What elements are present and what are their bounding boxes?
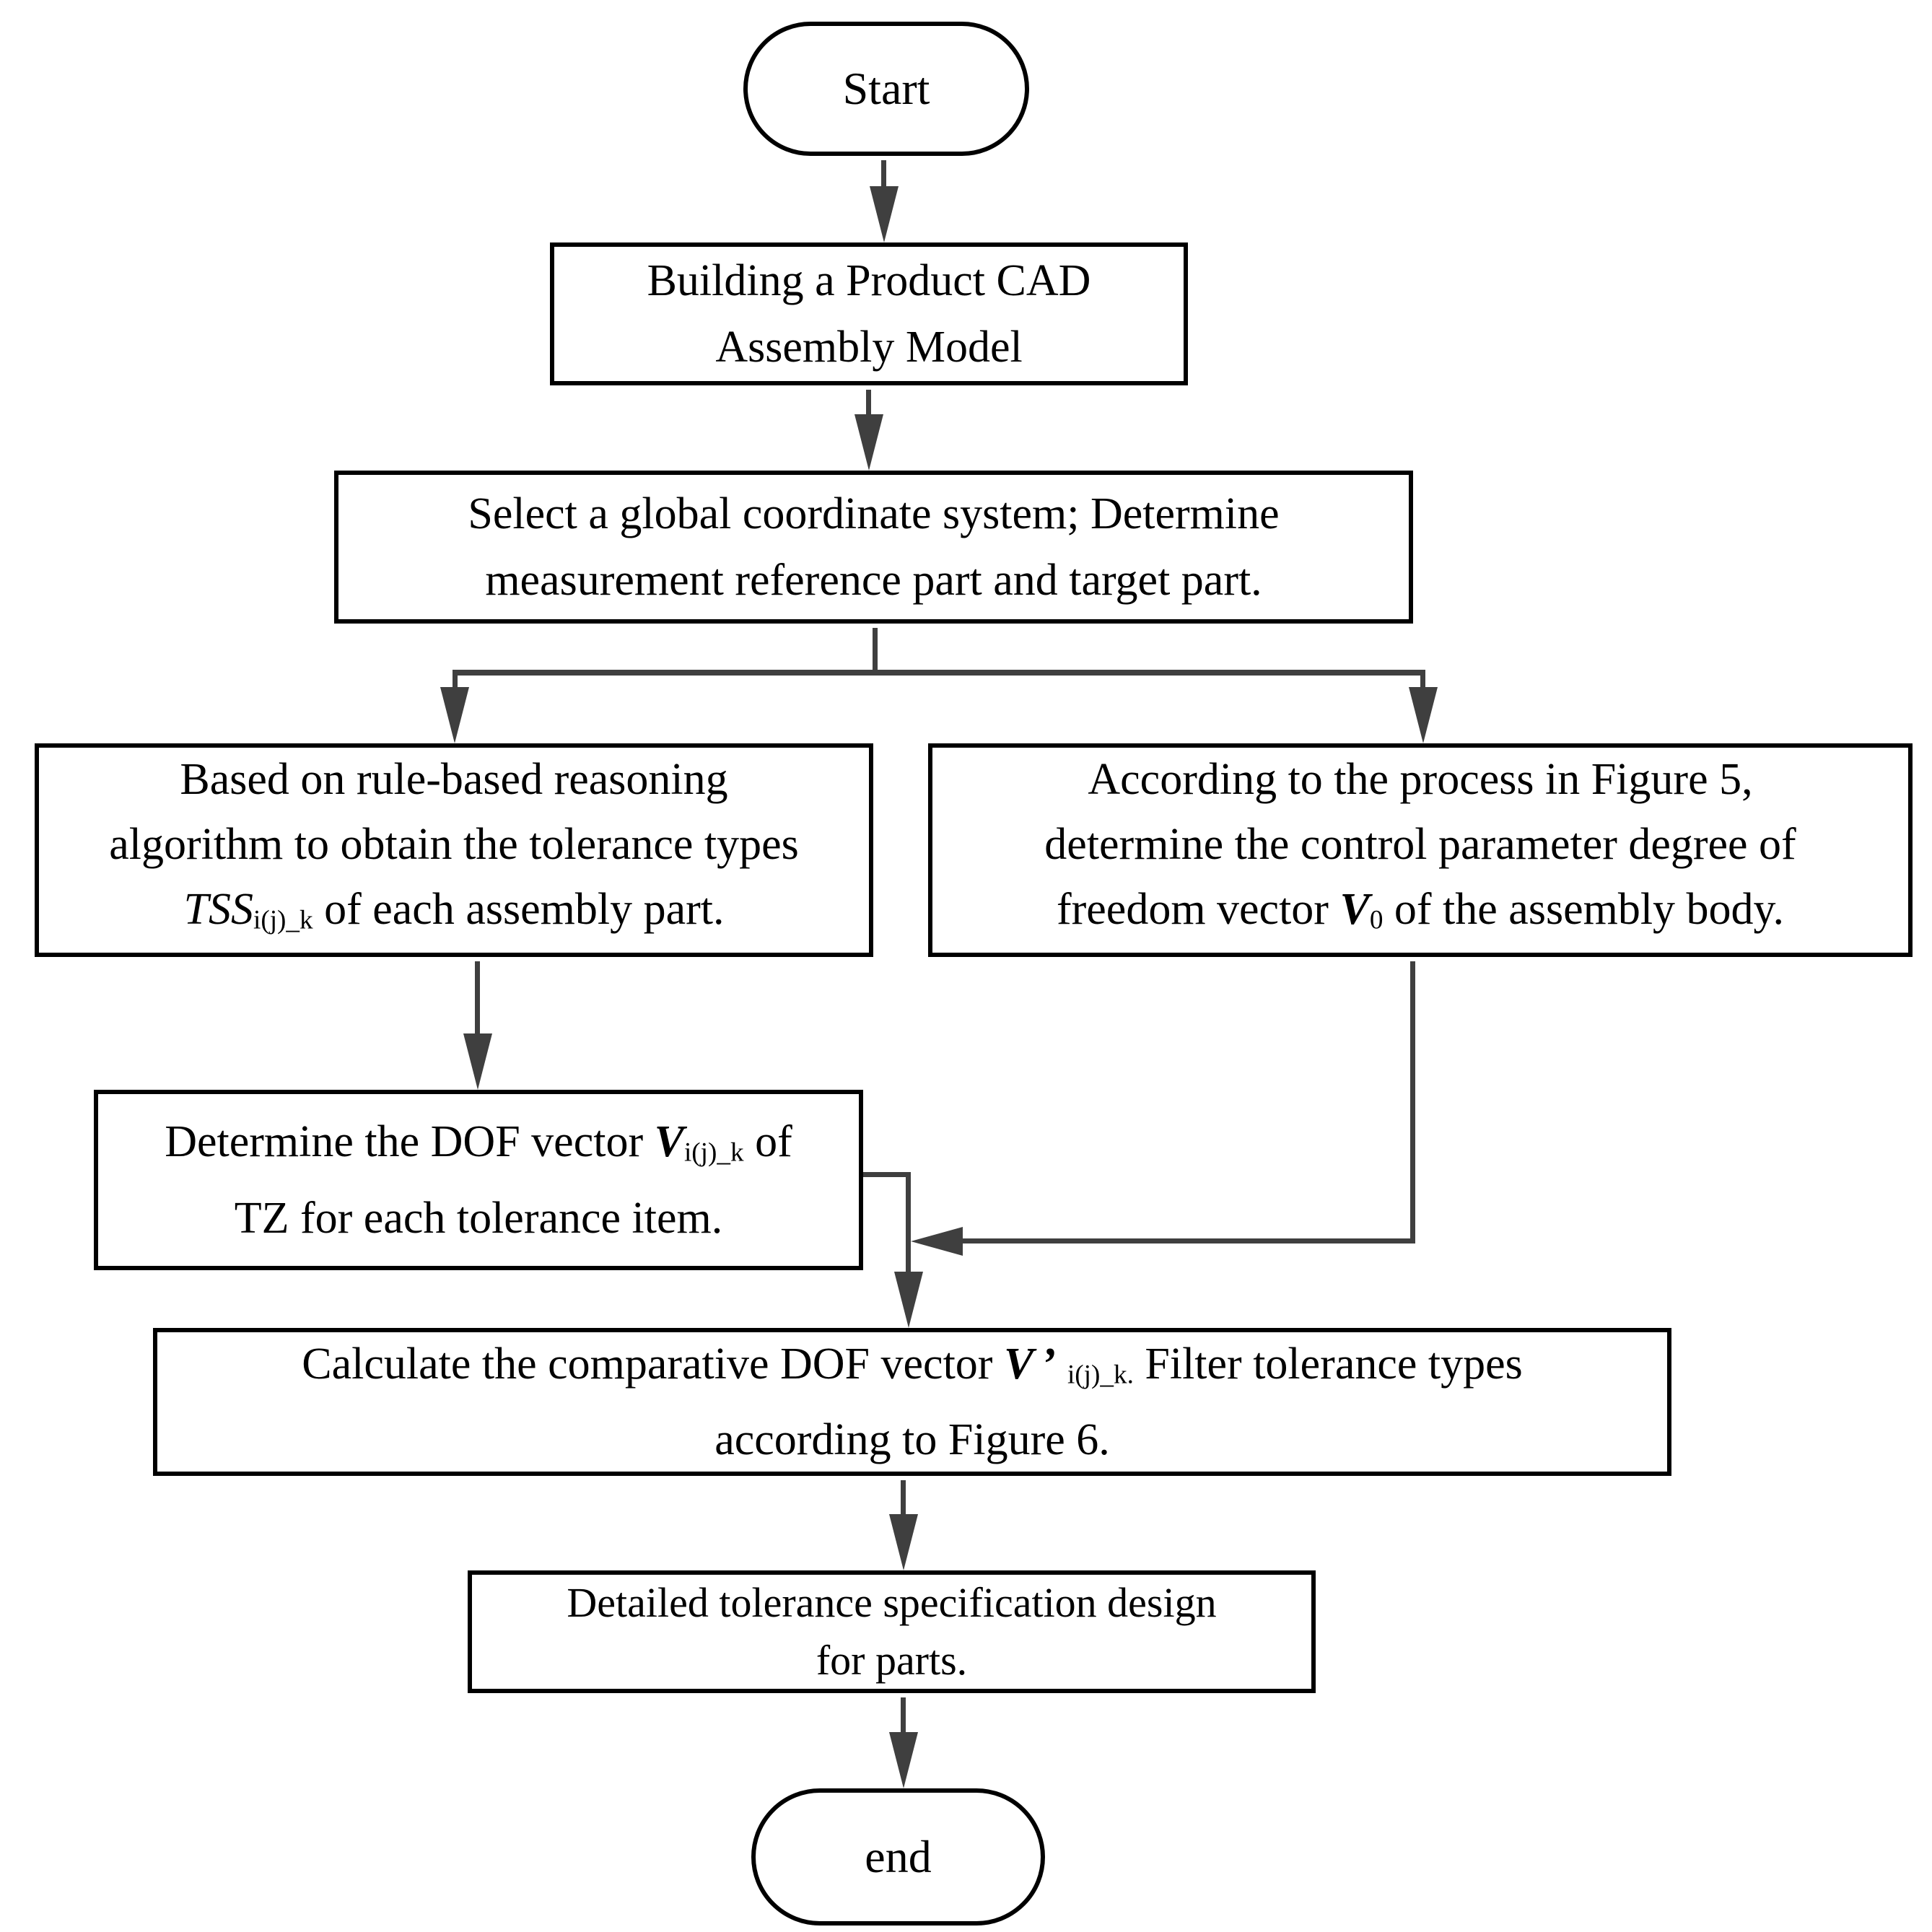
arrow-branch-left-line <box>453 670 458 696</box>
figure5-line1: According to the process in Figure 5, <box>1088 755 1753 805</box>
arrow-branch-right-line <box>1420 670 1425 696</box>
rule-reasoning-process-node: Based on rule-based reasoning algorithm … <box>35 743 873 957</box>
build-cad-line2: Assembly Model <box>715 323 1023 372</box>
rule-reasoning-line3: TSSi(j)_k of each assembly part. <box>184 877 725 953</box>
arrow-calc-to-detail-line <box>901 1480 906 1520</box>
v-prime-mark: ’ <box>1041 1339 1056 1389</box>
calc-line1-pre: Calculate the comparative DOF vector <box>302 1339 1004 1389</box>
v-prime-variable: V <box>1003 1339 1034 1389</box>
arrow-fig5-merge-horizontal <box>963 1238 1415 1243</box>
build-cad-line1: Building a Product CAD <box>647 256 1091 305</box>
arrow-build-to-select-head <box>854 414 883 471</box>
connector-dof-elbow-horizontal <box>863 1172 911 1177</box>
select-gcs-process-node: Select a global coordinate system; Deter… <box>334 471 1413 624</box>
arrow-detail-to-end-line <box>901 1697 906 1737</box>
arrow-start-to-build-line <box>881 160 886 196</box>
calc-comparative-dof-process-node: Calculate the comparative DOF vector V’ i… <box>153 1328 1671 1476</box>
rule-reasoning-line1: Based on rule-based reasoning <box>180 755 728 805</box>
arrow-branch-right-head <box>1409 687 1438 743</box>
figure5-line2: determine the control parameter degree o… <box>1044 820 1796 870</box>
v0-subscript: 0 <box>1369 905 1384 935</box>
v-ijk-variable: V <box>654 1117 684 1167</box>
v-prime-subscript: i(j)_k. <box>1067 1360 1134 1390</box>
calc-line2: according to Figure 6. <box>714 1415 1110 1465</box>
dof-line1-rest: of <box>743 1117 792 1167</box>
branch-stub-line <box>873 628 878 674</box>
figure5-process-node: According to the process in Figure 5, de… <box>928 743 1913 957</box>
arrow-into-calc-head <box>894 1272 923 1328</box>
v-ijk-subscript: i(j)_k <box>683 1137 744 1168</box>
select-gcs-line1: Select a global coordinate system; Deter… <box>468 489 1280 538</box>
build-cad-process-node: Building a Product CAD Assembly Model <box>550 242 1188 385</box>
v0-variable: V <box>1339 885 1370 935</box>
rule-reasoning-line3-rest: of each assembly part. <box>312 885 725 935</box>
start-label: Start <box>842 63 930 114</box>
arrow-fig5-down-line <box>1410 961 1415 1243</box>
arrow-start-to-build-head <box>870 186 899 242</box>
arrow-rule-to-dof-head <box>463 1033 492 1090</box>
figure5-line3-rest: of the assembly body. <box>1383 885 1785 935</box>
end-label: end <box>865 1831 932 1882</box>
rule-reasoning-line2: algorithm to obtain the tolerance types <box>109 820 799 870</box>
arrow-branch-left-head <box>440 687 469 743</box>
figure5-line3: freedom vector V0 of the assembly body. <box>1057 877 1784 953</box>
arrow-detail-to-end-head <box>889 1732 918 1788</box>
tss-variable: TSS <box>183 885 253 935</box>
calc-line1-rest: Filter tolerance types <box>1133 1339 1523 1389</box>
dof-line1-pre: Determine the DOF vector <box>165 1117 655 1167</box>
figure5-line3-pre: freedom vector <box>1056 885 1340 935</box>
start-terminator-node: Start <box>743 22 1029 156</box>
dof-vector-process-node: Determine the DOF vector Vi(j)_k of TZ f… <box>94 1090 863 1270</box>
select-gcs-line2: measurement reference part and target pa… <box>485 556 1262 605</box>
calc-line1: Calculate the comparative DOF vector V’ i… <box>302 1332 1523 1408</box>
arrow-calc-to-detail-head <box>889 1514 918 1570</box>
dof-line1: Determine the DOF vector Vi(j)_k of <box>165 1109 792 1186</box>
branch-horizontal-line <box>455 670 1425 676</box>
end-terminator-node: end <box>751 1788 1045 1926</box>
connector-dof-elbow-vertical <box>906 1172 911 1277</box>
arrow-rule-to-dof-line <box>475 961 480 1041</box>
detail-design-process-node: Detailed tolerance specification design … <box>468 1570 1316 1693</box>
detail-line1: Detailed tolerance specification design <box>567 1579 1217 1626</box>
detail-line2: for parts. <box>816 1637 968 1684</box>
tss-subscript: i(j)_k <box>253 905 313 935</box>
arrow-fig5-merge-head <box>911 1227 963 1256</box>
arrow-build-to-select-line <box>866 390 871 422</box>
dof-line2: TZ for each tolerance item. <box>234 1193 723 1243</box>
